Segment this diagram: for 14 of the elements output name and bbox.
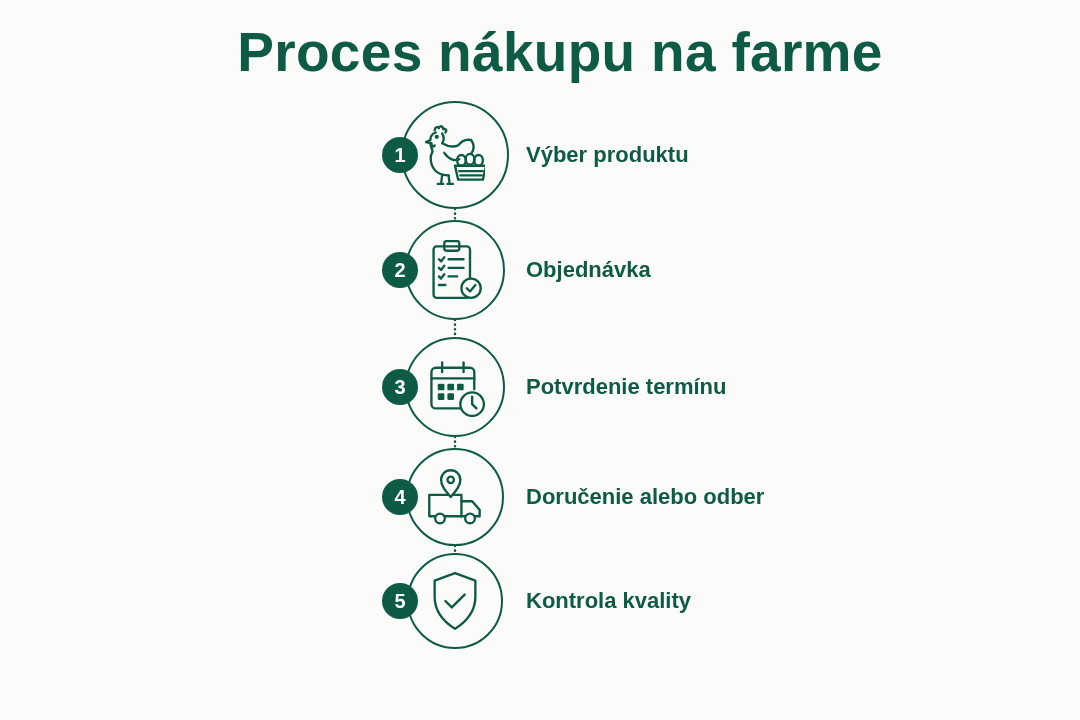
step-label: Kontrola kvality — [526, 588, 692, 614]
step-number: 4 — [382, 479, 418, 515]
title: Proces nákupu na farme — [237, 20, 883, 84]
step-label: Objednávka — [526, 257, 651, 283]
step-number: 2 — [382, 252, 418, 288]
step-label: Doručenie alebo odber — [526, 484, 765, 510]
step-label: Potvrdenie termínu — [526, 374, 727, 400]
step-number: 3 — [382, 369, 418, 405]
dotted-connector — [453, 207, 457, 222]
step-number: 1 — [382, 137, 418, 173]
step-number: 5 — [382, 583, 418, 619]
dotted-connector — [453, 544, 457, 555]
step-label: Výber produktu — [526, 142, 689, 168]
dotted-connector — [453, 435, 457, 450]
